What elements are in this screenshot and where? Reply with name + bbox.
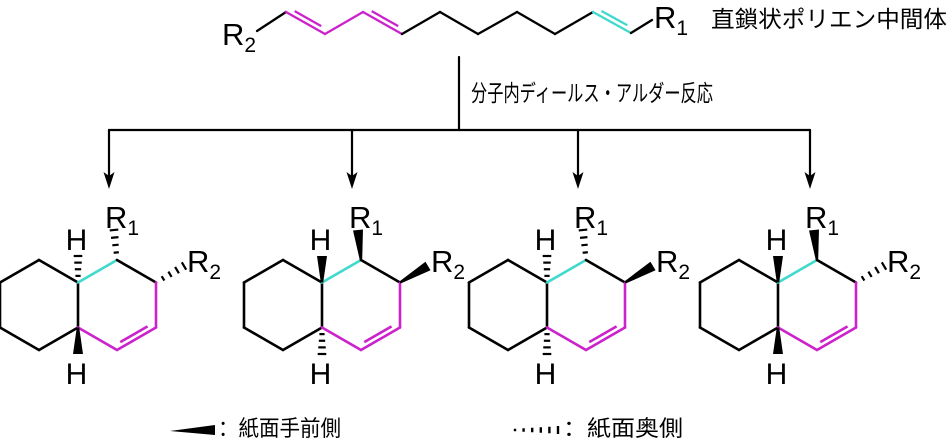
- arrowhead-3: [572, 172, 584, 189]
- hash-bond: [109, 228, 119, 254]
- h-top-label: H: [766, 224, 788, 257]
- hash-bond: [542, 333, 552, 356]
- legend-hash-label: ：紙面奥側: [563, 416, 683, 441]
- r1-label: R1: [349, 200, 383, 240]
- wedge-bond: [773, 327, 783, 354]
- r2-label: R2: [431, 244, 465, 284]
- r2-label: R2: [187, 244, 221, 284]
- h-bottom-label: H: [310, 358, 332, 391]
- legend-hash-icon: [513, 426, 560, 434]
- arrowhead-1: [103, 172, 115, 189]
- legend-wedge-label: ：紙面手前側: [218, 416, 341, 441]
- hash-bond: [578, 228, 588, 254]
- r1-label: R1: [574, 200, 608, 240]
- hash-bond: [860, 261, 888, 282]
- h-bottom-label: H: [766, 358, 788, 391]
- reaction-label: 分子内ディールス・アルダー反応: [471, 80, 713, 106]
- h-top-label: H: [66, 224, 88, 257]
- h-bottom-label: H: [535, 358, 557, 391]
- h-bottom-label: H: [66, 358, 88, 391]
- reaction-arrows: 分子内ディールス・アルダー反応: [103, 55, 816, 189]
- h-top-label: H: [310, 224, 332, 257]
- wedge-bond: [73, 327, 83, 354]
- polyene-chain: R2 R1 直鎖状ポリエン中間体: [222, 0, 947, 57]
- r1-label: R1: [805, 200, 839, 240]
- r2-label: R2: [887, 244, 921, 284]
- wedge-bond: [809, 229, 819, 261]
- r2-label: R2: [656, 244, 690, 284]
- wedge-bond: [624, 261, 656, 284]
- r1-label: R1: [105, 200, 139, 240]
- hash-bond: [317, 333, 327, 356]
- legend: ：紙面手前側 ：紙面奥側: [170, 416, 683, 441]
- wedge-bond: [353, 229, 363, 261]
- chain-r2-label: R2: [222, 17, 256, 57]
- intermediate-label: 直鎖状ポリエン中間体: [711, 6, 947, 32]
- chain-r1-label: R1: [654, 0, 688, 40]
- wedge-bond: [773, 256, 783, 283]
- legend-wedge-icon: [170, 425, 215, 435]
- hash-bond: [542, 254, 552, 277]
- hash-bond: [73, 254, 83, 277]
- arrowhead-2: [346, 172, 358, 189]
- wedge-bond: [317, 256, 327, 283]
- h-top-label: H: [535, 224, 557, 257]
- wedge-bond: [399, 261, 431, 284]
- hash-bond: [160, 261, 188, 282]
- arrowhead-4: [804, 172, 816, 189]
